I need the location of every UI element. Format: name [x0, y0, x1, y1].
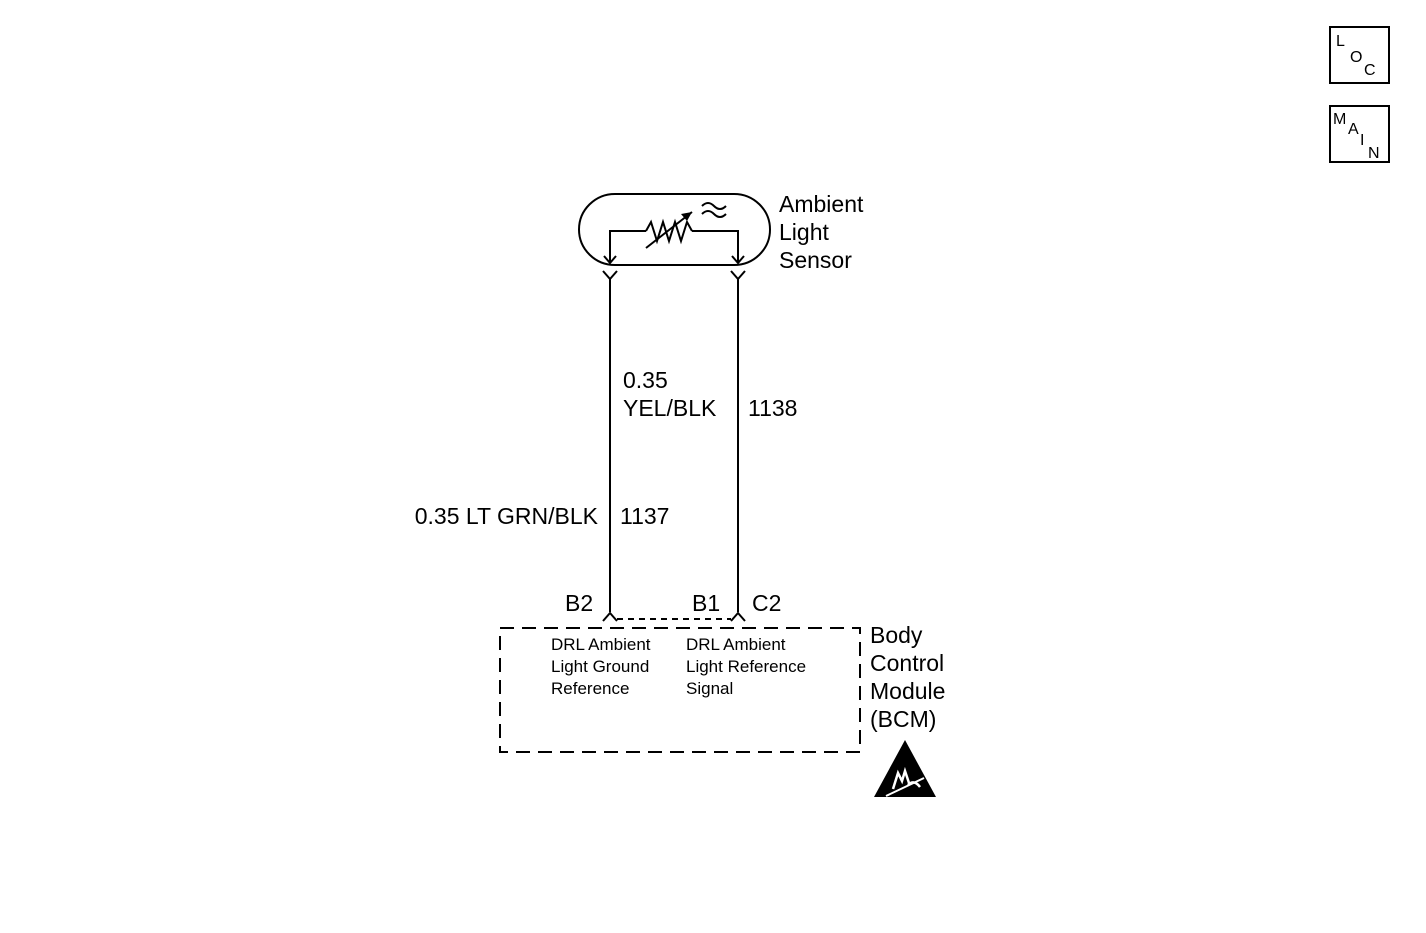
main-letter-i: I — [1360, 132, 1364, 149]
loc-letter-c: C — [1364, 62, 1376, 79]
main-button[interactable]: M A I N — [1329, 105, 1390, 163]
wire-1137-gauge-color: 0.35 LT GRN/BLK — [415, 503, 599, 529]
bcm-right-func-line-3: Signal — [686, 679, 733, 698]
photoresistor-icon — [645, 218, 693, 245]
bcm-label-line-4: (BCM) — [870, 706, 936, 732]
sensor-label-line-3: Sensor — [779, 247, 852, 273]
bcm-right-func-line-1: DRL Ambient — [686, 635, 786, 654]
bcm-left-func-line-1: DRL Ambient — [551, 635, 651, 654]
wire-1138-circuit: 1138 — [748, 395, 797, 421]
sensor-connector-left — [602, 270, 618, 281]
bcm-left-func-line-2: Light Ground — [551, 657, 649, 676]
light-wave-icon — [701, 202, 727, 210]
bcm-label-line-2: Control — [870, 650, 944, 676]
sensor-housing — [578, 193, 771, 266]
pin-label-b2: B2 — [565, 590, 593, 616]
wire-1138-gauge: 0.35 — [623, 367, 668, 393]
sensor-internal-wire-left — [609, 230, 646, 262]
sensor-connector-right — [730, 270, 746, 281]
bcm-left-func-line-3: Reference — [551, 679, 629, 698]
sensor-label-line-1: Ambient — [779, 191, 864, 217]
variable-arrow-icon — [645, 211, 693, 249]
sensor-pin-arrow-right — [731, 255, 745, 265]
pin-label-b1: B1 — [692, 590, 720, 616]
bcm-label-line-3: Module — [870, 678, 945, 704]
wire-1137-circuit: 1137 — [620, 503, 669, 529]
wire-1138-color: YEL/BLK — [623, 395, 717, 421]
bcm-connector-b2 — [602, 611, 618, 622]
loc-letter-o: O — [1350, 49, 1362, 66]
pin-label-c2: C2 — [752, 590, 781, 616]
sensor-internal-wire-right — [692, 230, 739, 262]
main-letter-n: N — [1368, 145, 1380, 162]
bcm-label-line-1: Body — [870, 622, 923, 648]
bcm-connector-c2 — [730, 611, 746, 622]
esd-warning-icon — [874, 740, 936, 797]
sensor-pin-arrow-left — [603, 255, 617, 265]
main-letter-m: M — [1333, 111, 1346, 128]
bcm-right-func-line-2: Light Reference — [686, 657, 806, 676]
ambient-light-sensor — [578, 193, 771, 266]
main-letter-a: A — [1348, 121, 1359, 138]
sensor-label-line-2: Light — [779, 219, 829, 245]
loc-letter-l: L — [1336, 33, 1345, 50]
loc-button[interactable]: L O C — [1329, 26, 1390, 84]
variable-arrow-head-icon — [681, 212, 692, 221]
light-wave-icon — [701, 210, 727, 218]
bcm-module-box — [499, 627, 861, 753]
